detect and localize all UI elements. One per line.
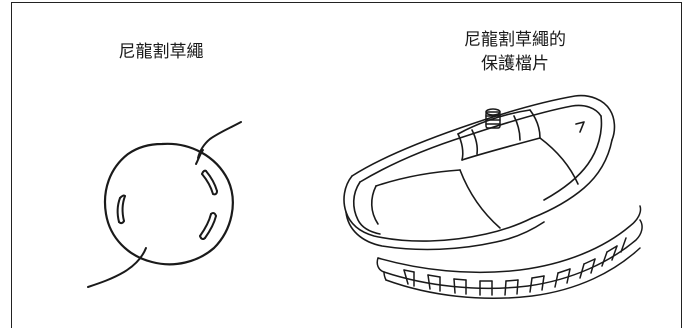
trimmer-line-label-text: 尼龍割草繩	[118, 42, 204, 62]
guard-side-line	[539, 137, 579, 185]
guard-outer-top	[351, 94, 616, 177]
guard-screw	[485, 108, 501, 129]
guard-label-line2: 保護檔片	[481, 54, 549, 74]
guard-face-divider	[459, 169, 501, 229]
guard-bevel	[370, 185, 379, 225]
blade-teeth	[403, 237, 627, 296]
eyelet-upper-right	[201, 169, 218, 196]
figure-frame	[11, 2, 682, 328]
trimmer-line-label: 尼龍割草繩	[96, 40, 226, 64]
blade-strip-outer	[377, 205, 642, 274]
trimmer-head	[87, 121, 242, 288]
guard-notch	[575, 121, 585, 133]
guard-mount-ridge-2	[513, 115, 521, 141]
trimmer-line-lower	[87, 247, 147, 288]
guard-bottom-rim	[345, 211, 545, 251]
cutter-blade-strip	[376, 205, 643, 300]
blade-strip-end-left	[376, 257, 385, 273]
guard-shield	[343, 94, 616, 251]
guard-mount-front	[461, 137, 541, 161]
guard-inner-top	[359, 104, 602, 183]
blade-strip-bottom	[385, 247, 641, 300]
guard-right-side	[531, 139, 613, 219]
eyelet-lower-right	[199, 211, 217, 241]
guard-label: 尼龍割草繩的 保護檔片	[420, 28, 610, 76]
guard-mount-ridge	[471, 129, 479, 155]
guard-label-line1: 尼龍割草繩的	[464, 30, 566, 50]
blade-strip-end-cap	[383, 271, 387, 281]
guard-bottom-edge	[343, 175, 533, 242]
guard-mount-left	[457, 133, 464, 161]
guard-face-divider-2	[375, 169, 461, 187]
trimmer-line-upper	[197, 121, 242, 159]
eyelet-left	[116, 194, 126, 225]
guard-mount-right	[529, 109, 541, 139]
trimmer-line-entry	[195, 149, 204, 165]
trimmer-head-disc	[103, 142, 234, 266]
guard-right-inner	[543, 115, 603, 201]
blade-strip-inner	[383, 219, 643, 290]
guard-left-face	[352, 181, 381, 235]
